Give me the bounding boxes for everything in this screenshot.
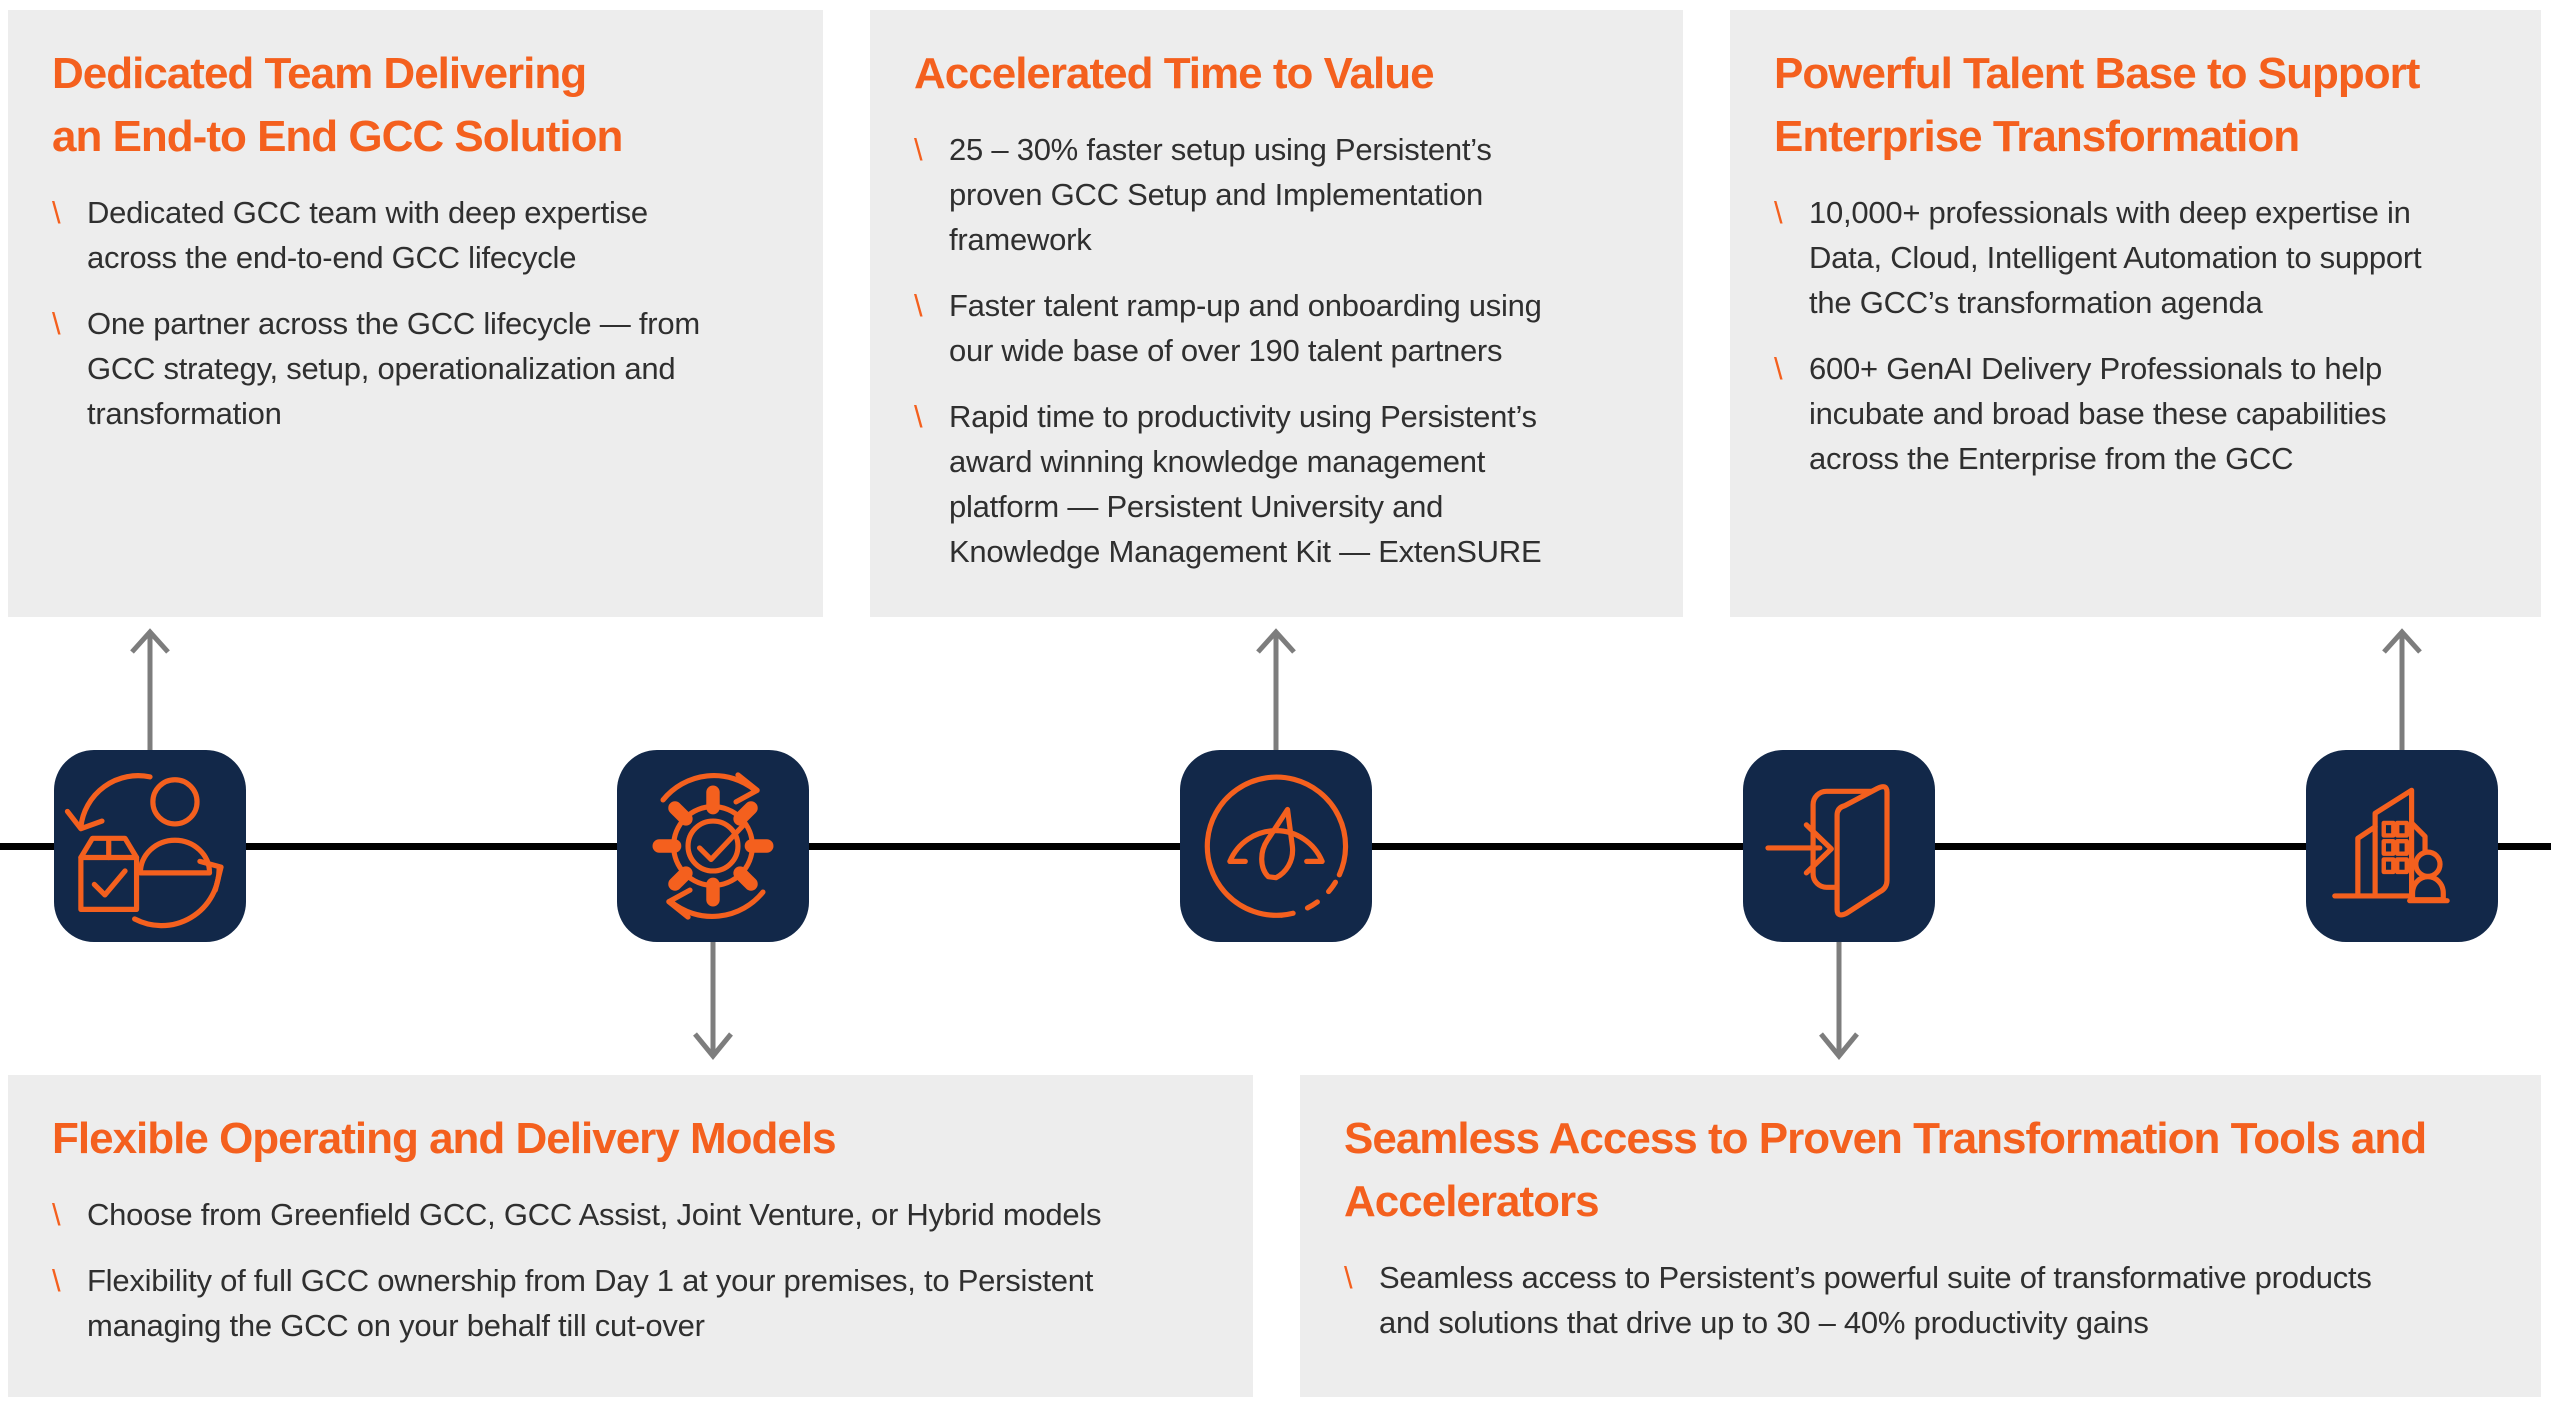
speedometer-icon	[1204, 774, 1349, 918]
bullet-item: \ 25 – 30% faster setup using Persistent…	[914, 127, 1667, 262]
timeline-tile-talent-base	[2306, 750, 2498, 942]
bullet-backslash-marker: \	[52, 1263, 61, 1298]
connector-arrow-down	[1819, 942, 1859, 1060]
enterprise-talent-icon	[2332, 787, 2450, 904]
bullet-text: 25 – 30% faster setup using Persistent’s…	[949, 132, 1492, 257]
timeline-tile-accelerated-time	[1180, 750, 1372, 942]
card-title: Seamless Access to Proven Transformation…	[1344, 1114, 2427, 1226]
bullet-backslash-marker: \	[914, 288, 923, 323]
bullet-item: \ One partner across the GCC lifecycle —…	[52, 301, 807, 436]
door-access-icon	[1765, 784, 1890, 918]
bullet-text: 10,000+ professionals with deep expertis…	[1809, 195, 2422, 320]
bullet-item: \ Choose from Greenfield GCC, GCC Assist…	[52, 1192, 1237, 1237]
card-flexible-models: Flexible Operating and Delivery Models \…	[8, 1075, 1253, 1397]
bullet-item: \ 10,000+ professionals with deep expert…	[1774, 190, 2525, 325]
connector-arrow-up	[130, 628, 170, 752]
bullet-item: \ Flexibility of full GCC ownership from…	[52, 1258, 1237, 1348]
timeline-tile-flexible-models	[617, 750, 809, 942]
bullet-text: Choose from Greenfield GCC, GCC Assist, …	[87, 1197, 1102, 1232]
connector-arrow-up	[1256, 628, 1296, 752]
bullet-item: \ Seamless access to Persistent’s powerf…	[1344, 1255, 2525, 1345]
card-talent-base: Powerful Talent Base to Support Enterpri…	[1730, 10, 2541, 617]
bullet-text: Dedicated GCC team with deep expertise a…	[87, 195, 648, 275]
timeline-tile-seamless-access	[1743, 750, 1935, 942]
bullet-backslash-marker: \	[52, 1197, 61, 1232]
bullet-item: \ Dedicated GCC team with deep expertise…	[52, 190, 807, 280]
card-accelerated-time: Accelerated Time to Value \ 25 – 30% fas…	[870, 10, 1683, 617]
bullet-text: 600+ GenAI Delivery Professionals to hel…	[1809, 351, 2387, 476]
bullet-backslash-marker: \	[52, 195, 61, 230]
connector-arrow-up	[2382, 628, 2422, 752]
card-title: Powerful Talent Base to Support Enterpri…	[1774, 49, 2420, 161]
card-title: Flexible Operating and Delivery Models	[52, 1114, 837, 1163]
bullet-backslash-marker: \	[1774, 195, 1783, 230]
connector-arrow-down	[693, 942, 733, 1060]
card-dedicated-team: Dedicated Team Delivering an End-to End …	[8, 10, 823, 617]
bullet-backslash-marker: \	[914, 399, 923, 434]
bullet-text: Flexibility of full GCC ownership from D…	[87, 1263, 1094, 1343]
bullet-text: Faster talent ramp-up and onboarding usi…	[949, 288, 1542, 368]
card-seamless-access: Seamless Access to Proven Transformation…	[1300, 1075, 2541, 1397]
bullet-item: \ 600+ GenAI Delivery Professionals to h…	[1774, 346, 2525, 481]
handover-cycle-icon	[64, 773, 224, 929]
bullet-text: Rapid time to productivity using Persist…	[949, 399, 1542, 569]
bullet-backslash-marker: \	[1774, 351, 1783, 386]
timeline-tile-dedicated-team	[54, 750, 246, 942]
bullet-backslash-marker: \	[1344, 1260, 1353, 1295]
bullet-item: \ Faster talent ramp-up and onboarding u…	[914, 283, 1667, 373]
gear-process-icon	[652, 772, 774, 920]
bullet-text: One partner across the GCC lifecycle — f…	[87, 306, 700, 431]
bullet-text: Seamless access to Persistent’s powerful…	[1379, 1260, 2372, 1340]
bullet-backslash-marker: \	[52, 306, 61, 341]
card-title: Accelerated Time to Value	[914, 49, 1435, 98]
card-title: Dedicated Team Delivering an End-to End …	[52, 49, 623, 161]
bullet-item: \ Rapid time to productivity using Persi…	[914, 394, 1667, 574]
bullet-backslash-marker: \	[914, 132, 923, 167]
